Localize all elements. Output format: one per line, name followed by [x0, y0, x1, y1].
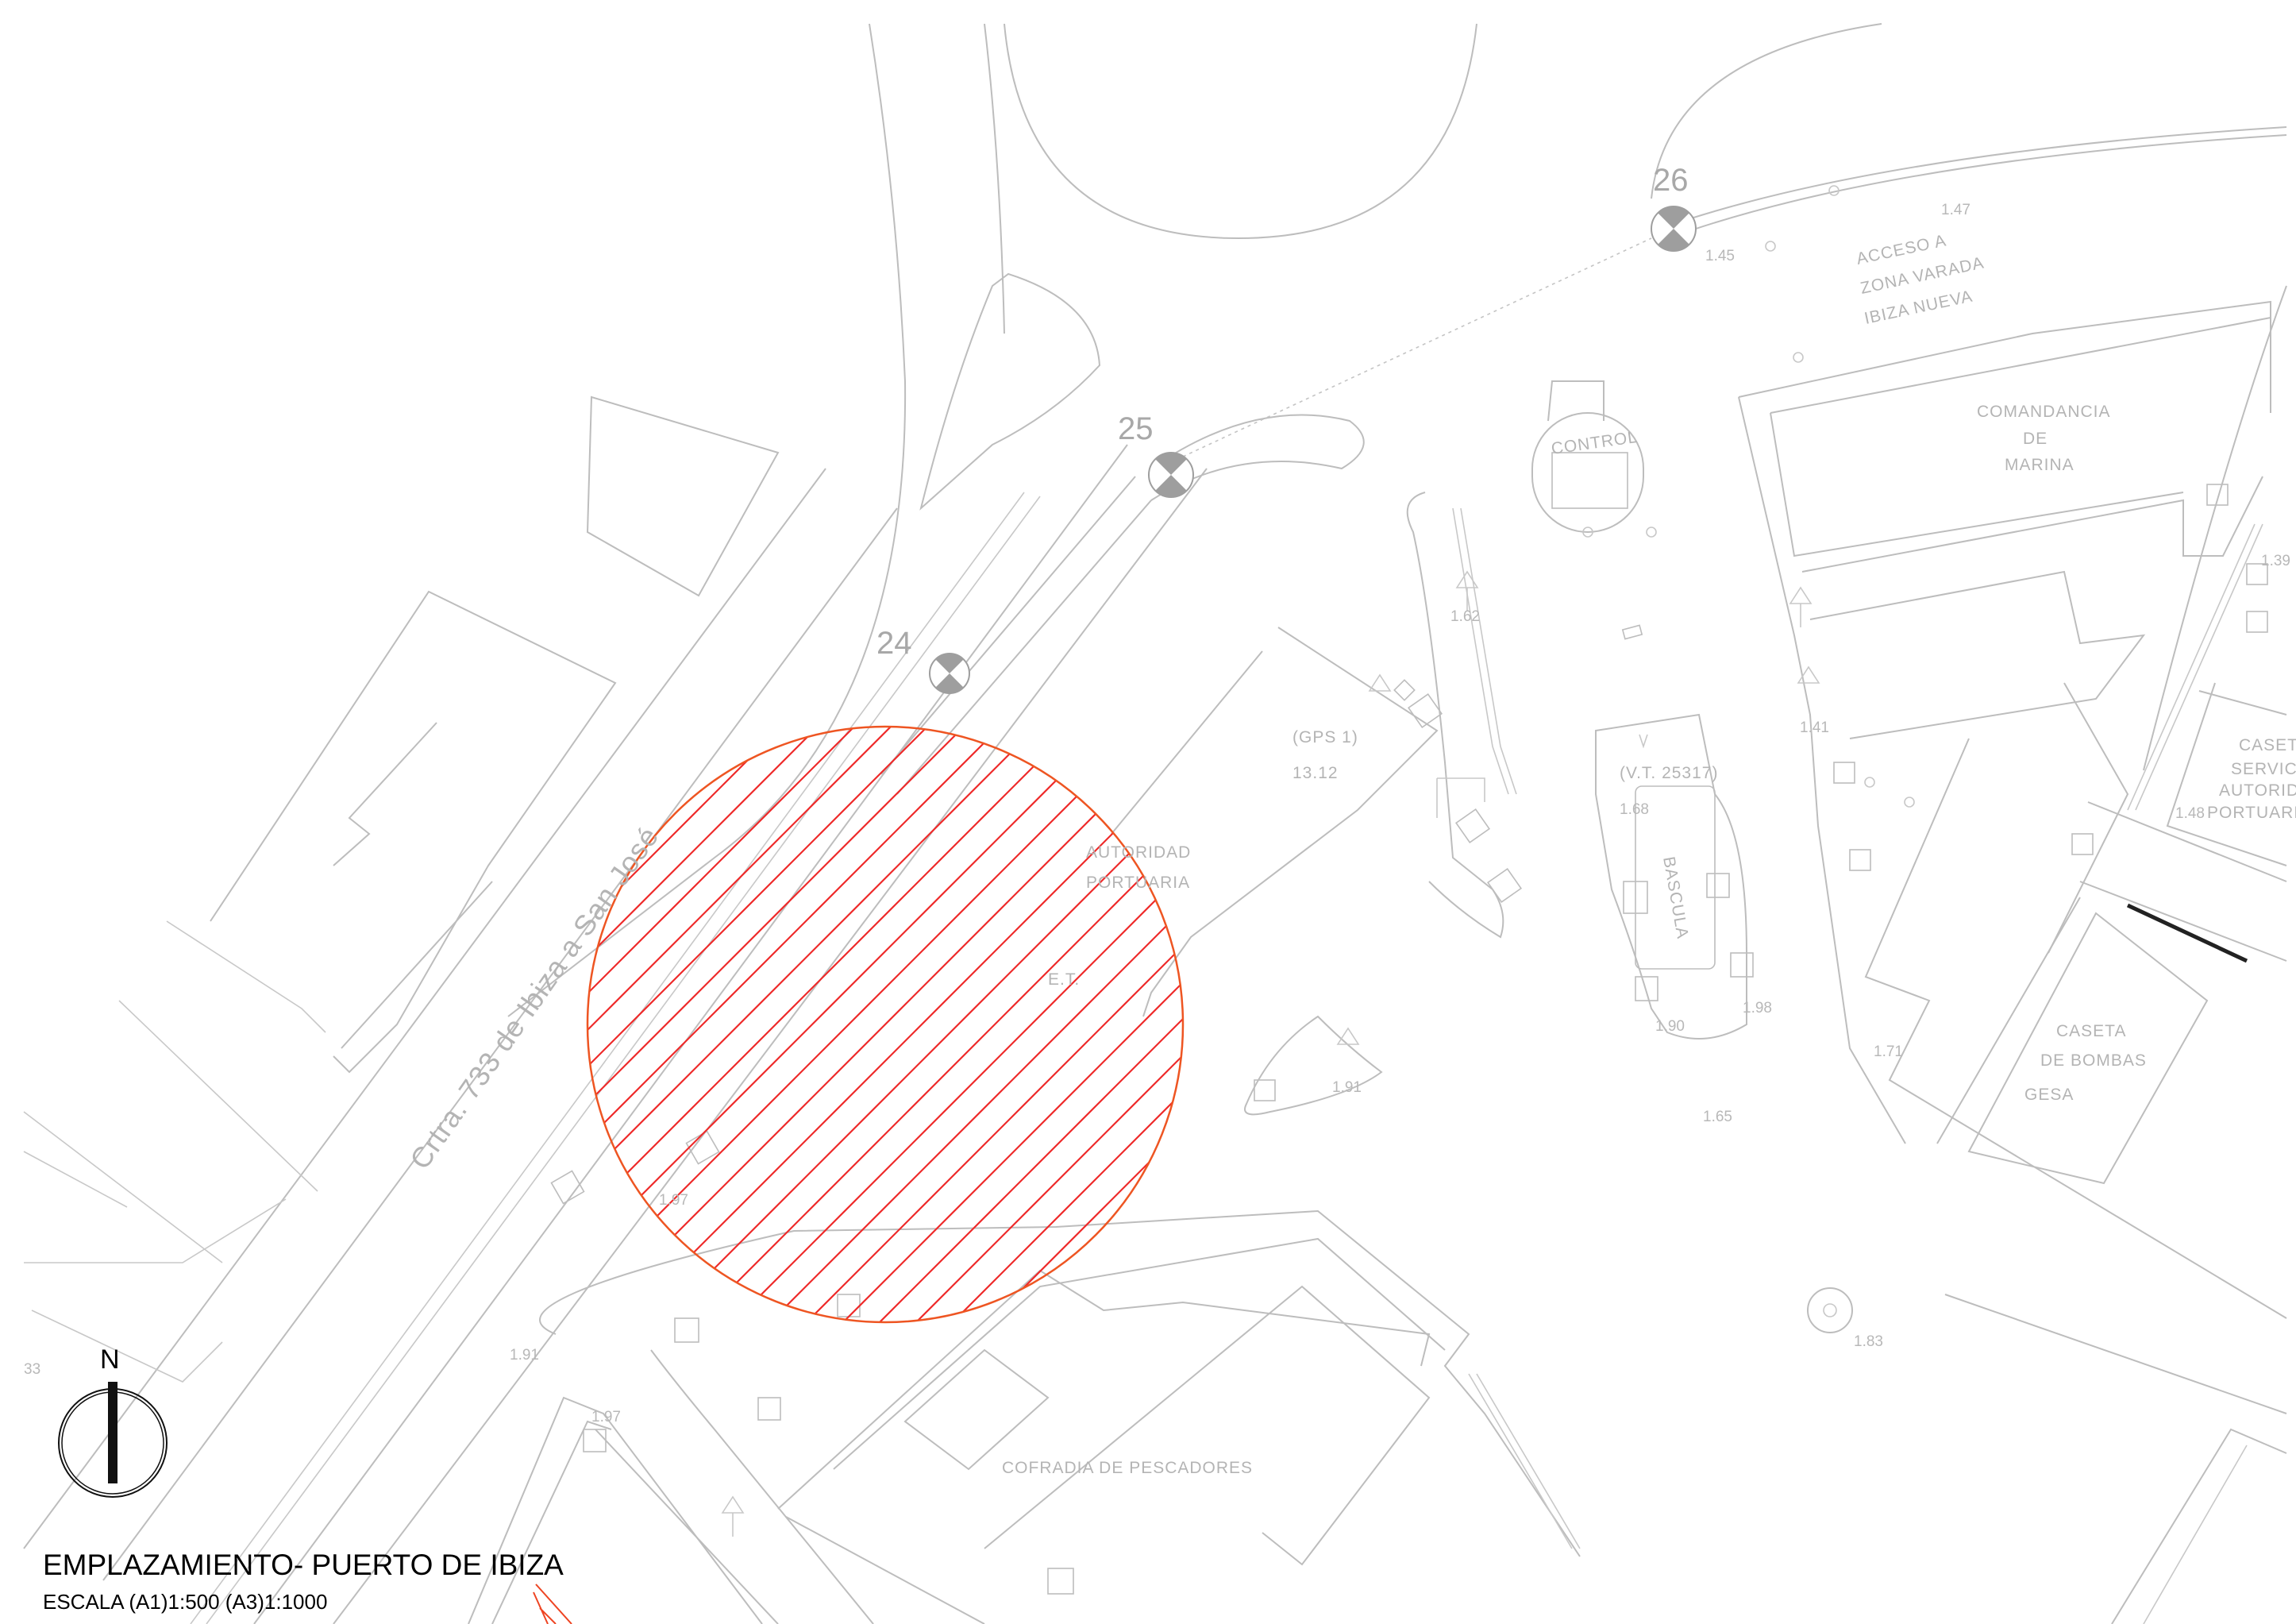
- hatch-line: [587, 727, 859, 1322]
- elevation-value: 1.48: [2175, 805, 2205, 822]
- marker-label-24: 24: [876, 626, 912, 661]
- label-gps: (GPS 1): [1292, 728, 1358, 746]
- elevation-value: 1.97: [659, 1192, 688, 1209]
- label-bascula: BASCULA: [1659, 855, 1692, 940]
- label-caseta-servicio-3: AUTORIDAD: [2219, 781, 2296, 800]
- hatch-line: [587, 727, 932, 1322]
- plan-scale: ESCALA (A1)1:500 (A3)1:1000: [43, 1590, 328, 1614]
- site-highlight-area: [586, 725, 1185, 1324]
- elevation-value: 1.98: [1743, 1000, 1772, 1016]
- elevation-value: 1.91: [1332, 1079, 1362, 1096]
- hatch-line: [587, 727, 1151, 1322]
- elevation-labels: 1.47 1.45 1.62 1.41 1.68 1.90 1.98 1.91 …: [24, 202, 2290, 1425]
- north-arrow: N: [58, 1344, 168, 1498]
- hatch-line: [911, 727, 1183, 1322]
- elevation-value: 1.83: [1854, 1333, 1883, 1350]
- point-marker-26: 26: [1651, 163, 1697, 252]
- elevation-value: 1.39: [2261, 553, 2290, 569]
- hatch-line: [875, 727, 1183, 1322]
- elevation-value: 1.41: [1800, 719, 1829, 736]
- hatch-line: [656, 727, 1183, 1322]
- hatch-line: [587, 727, 1115, 1322]
- elevation-value: 1.90: [1655, 1018, 1685, 1035]
- elevation-value: 1.47: [1941, 202, 1970, 218]
- hatch-line: [587, 727, 1183, 1322]
- label-cofradia: COFRADIA DE PESCADORES: [1002, 1459, 1253, 1477]
- label-acceso-1: ACCESO A: [1855, 231, 1948, 268]
- elevation-value: 1.65: [1703, 1109, 1732, 1125]
- marker-label-26: 26: [1653, 163, 1689, 198]
- hatch-line: [802, 727, 1183, 1322]
- hatch-line: [984, 727, 1183, 1322]
- label-caseta-servicio-1: CASETA: [2239, 736, 2296, 754]
- hatch-line: [587, 727, 786, 1322]
- label-gps-value: 13.12: [1292, 764, 1339, 782]
- label-caseta-bombas-1: CASETA: [2056, 1022, 2126, 1040]
- hatch-line: [587, 727, 1005, 1322]
- hatch-line: [1021, 727, 1183, 1322]
- marker-label-25: 25: [1118, 411, 1154, 446]
- hatch-line: [948, 727, 1183, 1322]
- area-labels: Crtra. 733 de Ibiza a San José ACCESO A …: [403, 231, 2296, 1477]
- point-marker-24: 24: [876, 626, 970, 694]
- label-comandancia-3: MARINA: [2005, 456, 2074, 474]
- hatch-line: [838, 727, 1183, 1322]
- hatch-line: [587, 727, 896, 1322]
- base-linework: [23, 23, 2287, 1624]
- hatch-line: [765, 727, 1183, 1322]
- hatch-line: [619, 727, 1183, 1322]
- elevation-value: 1.68: [1620, 801, 1649, 818]
- label-caseta-bombas-3: GESA: [2024, 1086, 2074, 1104]
- elevation-value: 33: [24, 1361, 40, 1378]
- elevation-value: 1.71: [1874, 1043, 1903, 1060]
- hatch-line: [587, 727, 1078, 1322]
- label-vt: (V.T. 25317): [1620, 764, 1718, 782]
- point-marker-25: 25: [1118, 411, 1194, 498]
- hatch-line: [587, 727, 822, 1322]
- label-caseta-servicio-2: SERVICIO: [2231, 760, 2296, 778]
- hatch-pattern: [587, 727, 1183, 1322]
- label-control: CONTROL: [1550, 428, 1639, 458]
- hatch-line: [587, 727, 1042, 1322]
- hatch-line: [729, 727, 1183, 1322]
- highlight-circle-outline: [586, 725, 1185, 1324]
- label-comandancia-1: COMANDANCIA: [1977, 403, 2111, 421]
- hatch-line: [587, 727, 749, 1322]
- elevation-value: 1.45: [1705, 248, 1735, 264]
- elevation-value: 1.91: [510, 1347, 539, 1364]
- elevation-value: 1.97: [591, 1409, 621, 1425]
- label-caseta-servicio-4: PORTUARIA: [2207, 804, 2296, 822]
- elevation-value: 1.62: [1450, 608, 1480, 625]
- label-caseta-bombas-2: DE BOMBAS: [2040, 1051, 2147, 1070]
- north-label: N: [100, 1344, 120, 1375]
- hatch-line: [692, 727, 1183, 1322]
- hatch-line: [587, 727, 969, 1322]
- label-comandancia-2: DE: [2023, 430, 2048, 448]
- plan-title: EMPLAZAMIENTO- PUERTO DE IBIZA: [43, 1549, 564, 1581]
- label-autoridad-1: AUTORIDAD: [1086, 843, 1191, 862]
- label-autoridad-2: PORTUARIA: [1086, 874, 1190, 892]
- label-et: E.T.: [1048, 970, 1080, 989]
